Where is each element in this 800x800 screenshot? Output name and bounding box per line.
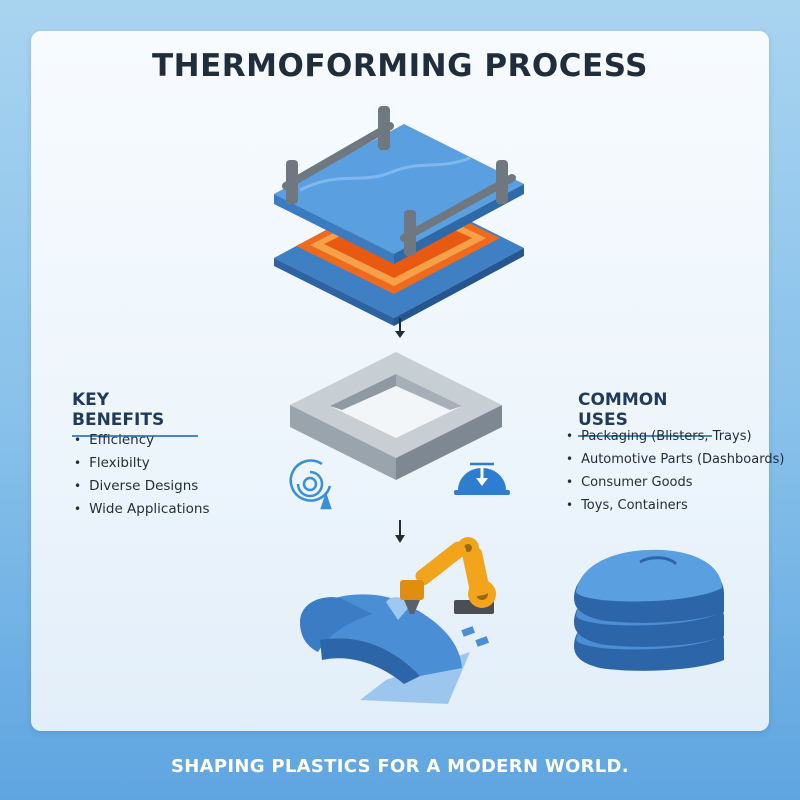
down-arrow-icon [395,520,405,543]
formed-part-illustration [300,594,490,704]
list-item: Flexibilty [74,452,210,475]
common-uses-list: Packaging (Blisters, Trays) Automotive P… [566,425,784,517]
heating-press-illustration [274,106,524,326]
key-benefits-list: Efficiency Flexibilty Diverse Designs Wi… [74,429,210,521]
list-item: Diverse Designs [74,475,210,498]
list-item: Efficiency [74,429,210,452]
down-arrow-icon [395,318,405,338]
list-item: Wide Applications [74,498,209,521]
stacked-parts-illustration [574,549,724,671]
list-item: Toys, Containers [566,494,784,517]
list-item: Automotive Parts (Dashboards) [566,448,784,471]
cooling-dome-icon [454,462,510,495]
list-item: Packaging (Blisters, Trays) [566,425,784,448]
list-item: Consumer Goods [566,471,784,494]
robot-arm-illustration [400,537,496,614]
spiral-heat-icon [289,459,332,510]
page-title: THERMOFORMING PROCESS [152,48,648,84]
common-uses-heading-text: COMMON USES [578,390,668,430]
mold-frame-illustration [290,352,502,480]
key-benefits-heading-text: KEY BENEFITS [72,390,165,430]
footer-tagline: SHAPING PLASTICS FOR A MODERN WORLD. [171,756,629,777]
